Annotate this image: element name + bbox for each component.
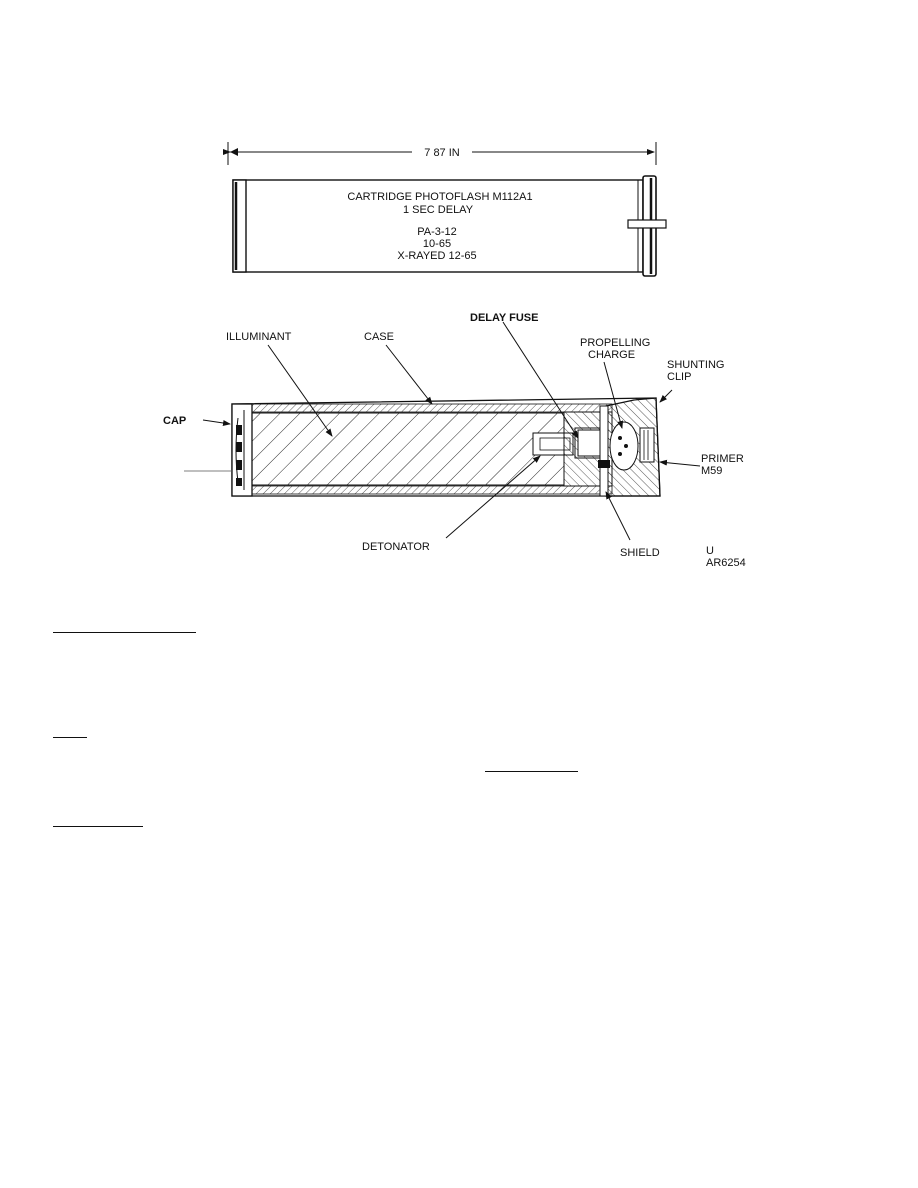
- label-case: CASE: [364, 331, 394, 343]
- label-detonator: DETONATOR: [362, 541, 430, 553]
- label-primer-2: M59: [701, 465, 722, 477]
- dimension-line: [223, 142, 657, 165]
- cartridge-stamp: CARTRIDGE PHOTOFLASH M112A1 1 SEC DELAY …: [347, 191, 532, 262]
- heading-underline: [485, 771, 578, 772]
- cartridge-side-view: [232, 175, 667, 277]
- svg-text:CARTRIDGE PHOTOFLASH M112A1: CARTRIDGE PHOTOFLASH M112A1: [347, 191, 532, 203]
- label-primer-1: PRIMER: [701, 453, 744, 465]
- label-shunting-clip-1: SHUNTING: [667, 359, 724, 371]
- svg-text:1 SEC DELAY: 1 SEC DELAY: [403, 204, 474, 216]
- label-delay-fuse: DELAY FUSE: [470, 312, 538, 324]
- leader-lines: [202, 321, 701, 541]
- cartridge-diagram: 7 87 IN CARTRIDGE PHOTOFLASH M112A1 1 SE…: [163, 142, 746, 569]
- label-illuminant: ILLUMINANT: [226, 331, 292, 343]
- dimension-label: 7 87 IN: [424, 147, 460, 159]
- label-shield: SHIELD: [620, 547, 660, 559]
- svg-text:PA-3-12: PA-3-12: [417, 226, 457, 238]
- label-propelling-charge-1: PROPELLING: [580, 337, 650, 349]
- figure-code-2: AR6254: [706, 557, 746, 569]
- svg-text:10-65: 10-65: [423, 238, 451, 250]
- figure-code-1: U: [706, 545, 714, 557]
- heading-underline: [53, 737, 87, 738]
- svg-text:X-RAYED 12-65: X-RAYED 12-65: [397, 250, 476, 262]
- heading-underline: [53, 632, 196, 633]
- label-cap: CAP: [163, 415, 186, 427]
- heading-underline: [53, 826, 143, 827]
- label-propelling-charge-2: CHARGE: [588, 349, 635, 361]
- label-shunting-clip-2: CLIP: [667, 371, 691, 383]
- cartridge-section-view: [184, 397, 661, 497]
